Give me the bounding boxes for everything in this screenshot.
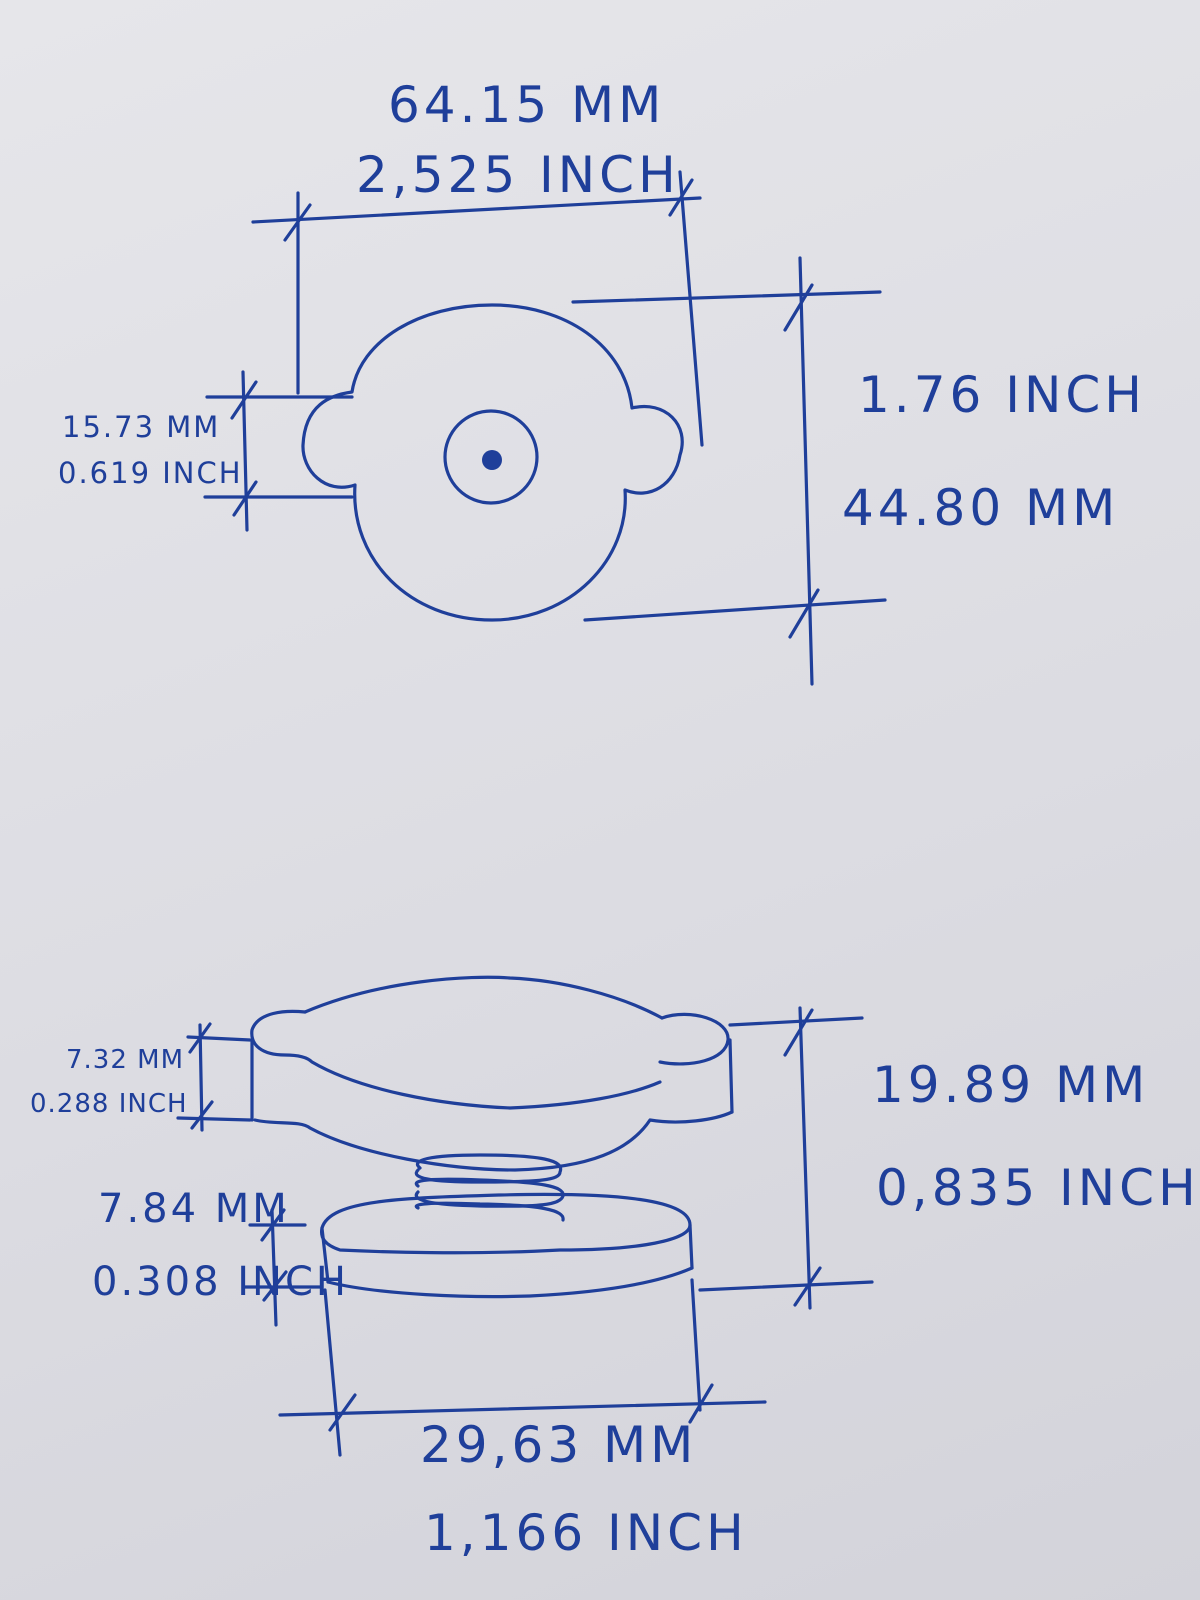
height-tick-bottom <box>788 588 820 639</box>
diam-extension-right <box>690 1278 702 1412</box>
tab-mm-label: 15.73 MM <box>62 410 220 444</box>
diam-extension-left <box>323 1288 342 1457</box>
cap-thk-extension-bottom <box>176 1116 252 1122</box>
total-h-dimension-line <box>798 1006 812 1310</box>
base-thk-tick-bottom <box>262 1270 288 1302</box>
width-inch-label: 2,525 INCH <box>356 146 680 204</box>
cap-dome <box>303 975 664 1020</box>
width-tick-left <box>283 203 312 242</box>
height-mm-label: 44.80 MM <box>842 479 1119 537</box>
cap-thk-extension-top <box>186 1035 252 1042</box>
total-h-tick-bottom <box>793 1266 822 1307</box>
base-thk-tick-top <box>260 1208 286 1242</box>
cap-thk-mm-label: 7.32 MM <box>66 1045 184 1075</box>
height-extension-top <box>571 290 882 304</box>
cap-left-side <box>250 1009 662 1110</box>
tab-tick-bottom <box>232 480 258 517</box>
base-bottom <box>326 1266 694 1299</box>
tab-inch-label: 0.619 INCH <box>58 456 243 490</box>
cap-underside <box>253 1110 734 1172</box>
spring-coil-1 <box>414 1153 563 1184</box>
height-extension-bottom <box>583 598 887 622</box>
base-thk-dimension-line <box>270 1208 278 1327</box>
cap-thk-dimension-line <box>198 1023 204 1132</box>
diam-inch-label: 1,166 INCH <box>424 1504 748 1562</box>
diam-tick-right <box>688 1383 714 1424</box>
height-dimension-line <box>798 256 814 686</box>
height-inch-label: 1.76 INCH <box>858 366 1146 424</box>
base-right-edge <box>688 1223 694 1270</box>
width-dimension-line <box>251 196 702 224</box>
total-h-extension-bottom <box>698 1280 874 1292</box>
width-mm-label: 64.15 MM <box>388 76 665 134</box>
cap-right-edge <box>728 1038 734 1114</box>
diam-dimension-line <box>278 1400 767 1417</box>
cap-outline-top <box>301 303 684 622</box>
diam-mm-label: 29,63 MM <box>420 1416 697 1474</box>
total-h-mm-label: 19.89 MM <box>872 1056 1149 1114</box>
height-tick-top <box>783 283 814 332</box>
center-hole <box>482 450 502 470</box>
cap-thk-inch-label: 0.288 INCH <box>30 1089 188 1119</box>
side-view: 7.32 MM 0.288 INCH 7.84 MM 0.308 INCH 19… <box>30 975 1200 1562</box>
total-h-tick-top <box>783 1008 814 1057</box>
cap-thk-tick-bottom <box>190 1100 214 1130</box>
tab-tick-top <box>230 380 258 420</box>
cap-thk-tick-top <box>188 1022 212 1054</box>
base-thk-inch-label: 0.308 INCH <box>92 1259 349 1305</box>
cap-right-tab <box>658 1012 730 1066</box>
width-extension-right <box>678 170 704 447</box>
spring-coil-3 <box>414 1201 565 1222</box>
base-thk-mm-label: 7.84 MM <box>98 1186 290 1232</box>
base-left-edge <box>320 1226 330 1284</box>
total-h-inch-label: 0,835 INCH <box>876 1159 1200 1217</box>
base-top <box>319 1192 692 1255</box>
diam-tick-left <box>328 1393 357 1432</box>
total-h-extension-top <box>728 1016 864 1027</box>
center-ring <box>443 409 539 505</box>
width-tick-right <box>668 178 694 217</box>
top-view: 64.15 MM 2,525 INCH 1.76 INCH 44.80 MM 1… <box>58 76 1146 686</box>
